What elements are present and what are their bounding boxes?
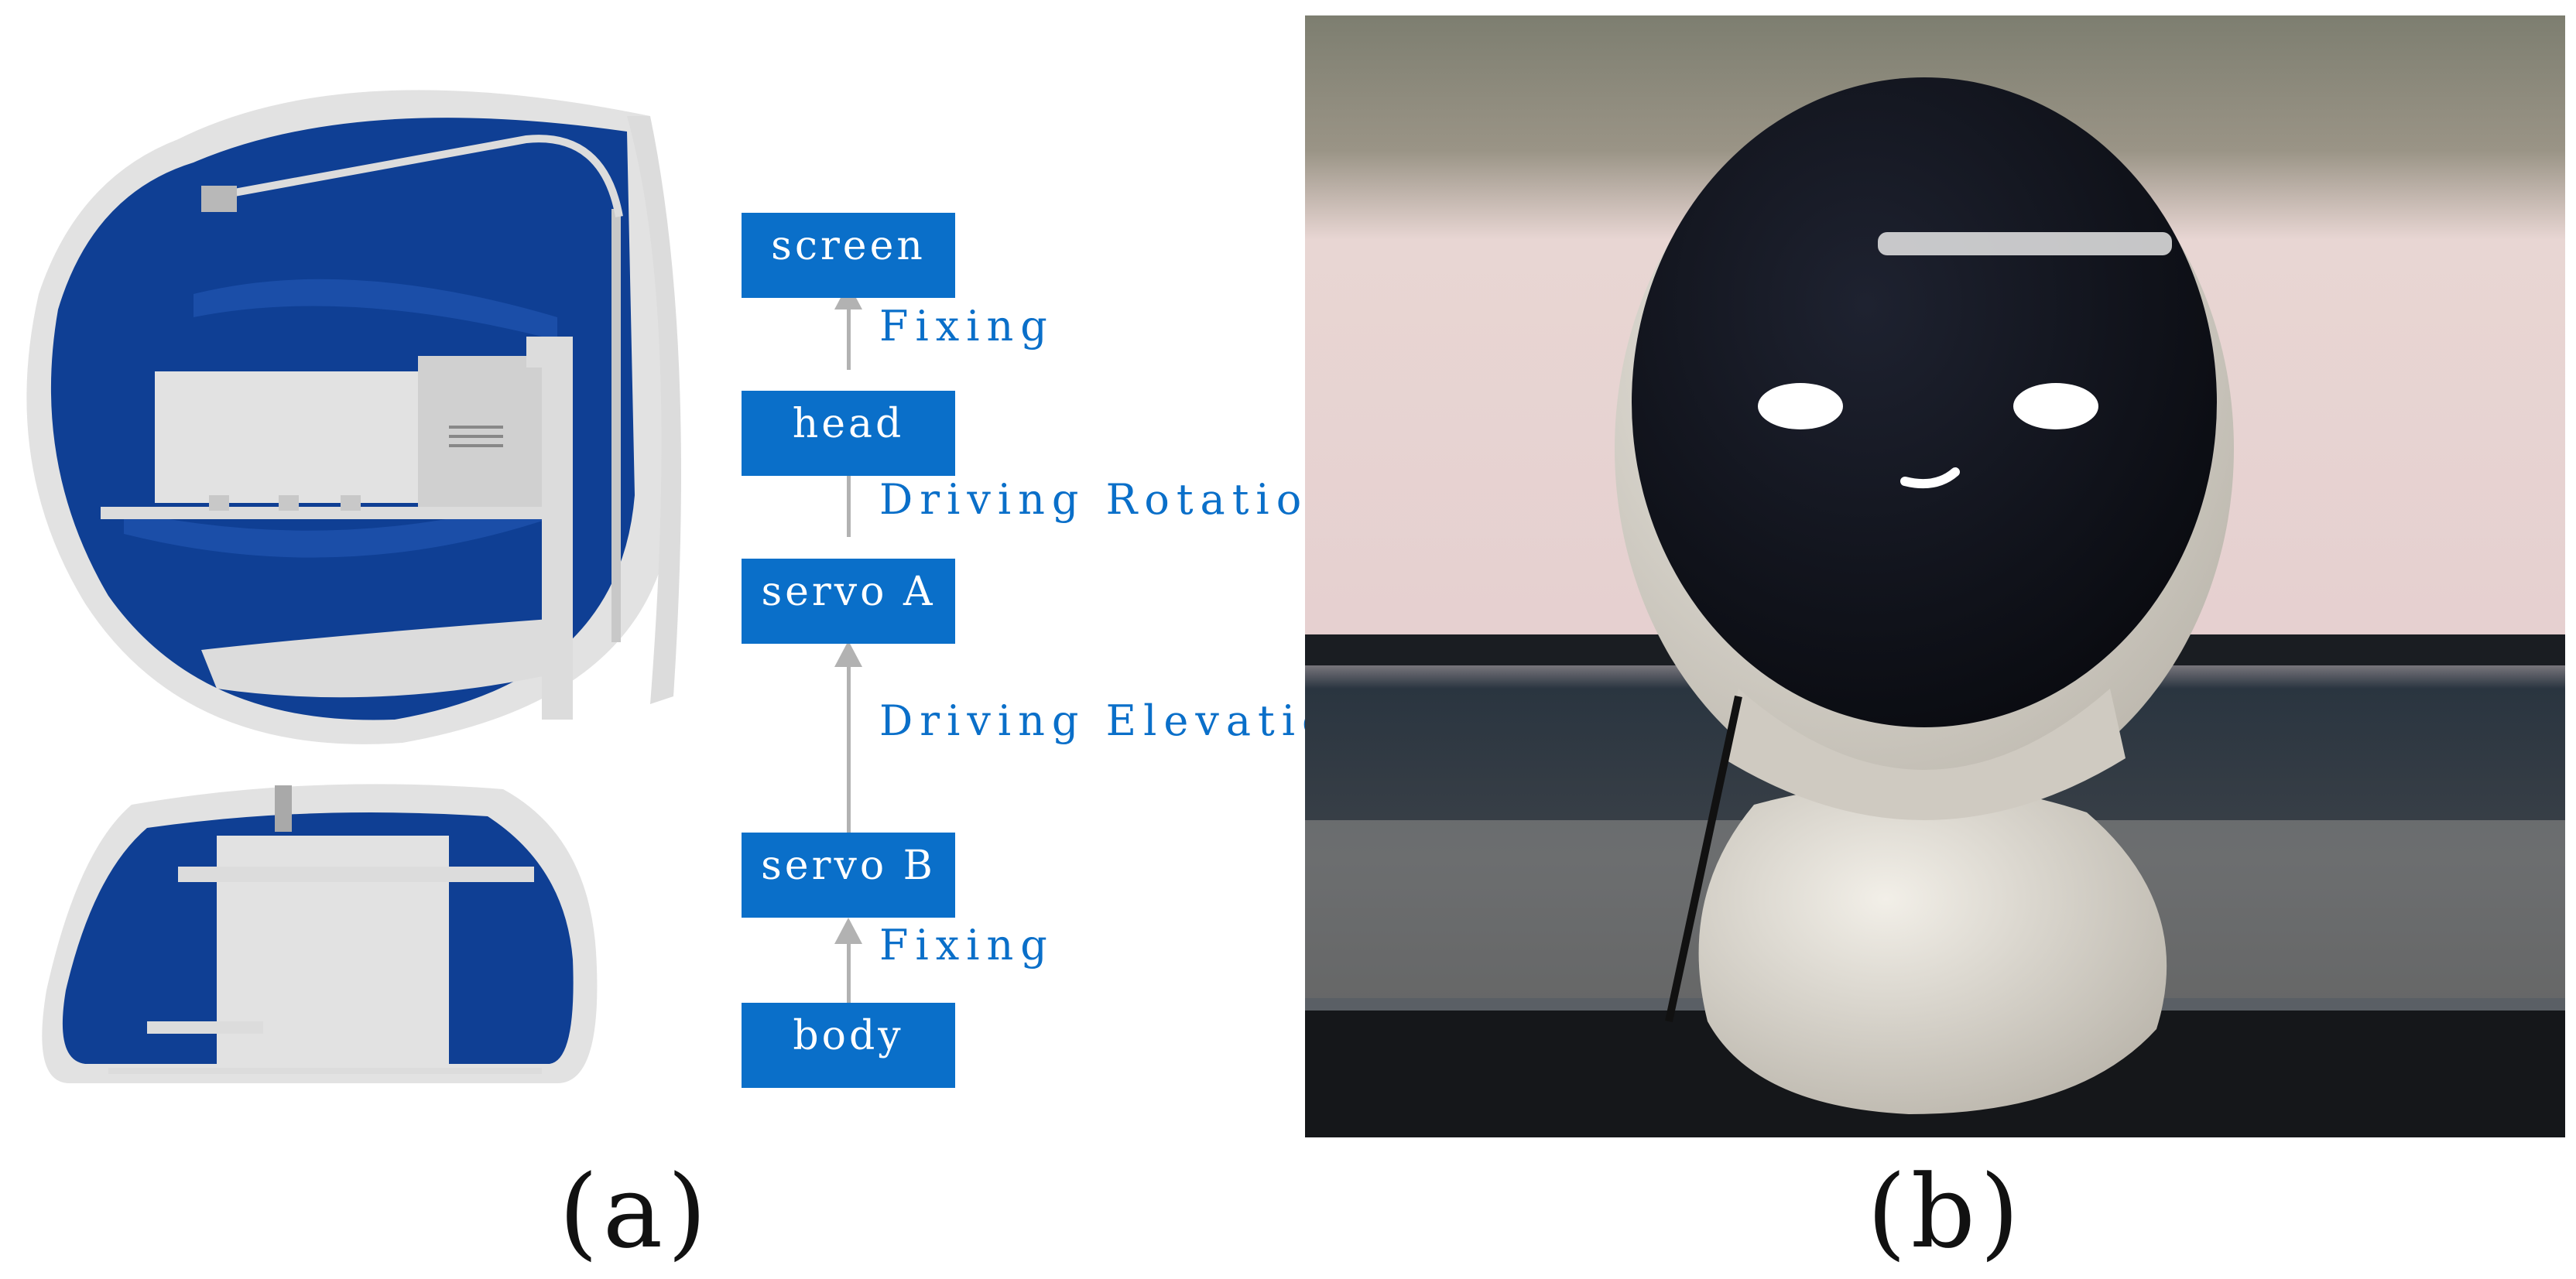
servo-a-block [155,371,418,503]
robot-head-chin [1723,689,2126,820]
edge-label-driving-rotation: Driving Rotation [879,475,1342,524]
mouth [1900,467,1960,489]
head-lower-shelf [201,619,557,698]
edge-label-fixing-bottom: Fixing [879,921,1054,970]
screen-panel [611,209,621,642]
robot-body [1698,783,2167,1114]
servo-a-vent-1 [449,426,503,429]
node-servo-b: servo B [742,833,955,918]
body-base-line [108,1068,542,1074]
arrow-servoa-to-head [847,474,851,537]
cad-cross-section [26,90,681,1083]
node-servo-a: servo A [742,559,955,644]
head-inner-rib-lower [124,495,550,558]
edge-label-fixing-top: Fixing [879,302,1054,351]
node-head: head [742,391,955,476]
servo-shaft [275,785,292,832]
standoffs [209,495,361,511]
node-screen: screen [742,213,955,298]
node-body: body [742,1003,955,1088]
servo-b-flange [178,867,534,882]
caption-b: (b) [1867,1153,2024,1270]
right-eye [2013,383,2098,429]
arrow-body-to-servob [847,942,851,1004]
bracket-top [526,337,573,368]
screen-reflection [1878,232,2172,255]
robot-screen [1632,77,2217,727]
arrow-servob-to-servoa [847,665,851,833]
edge-label-driving-elevation: Driving Elevation [879,696,1368,745]
robot-photo [1305,15,2565,1137]
left-eye [1758,383,1843,429]
head-inner-rib [194,279,557,340]
cable [1665,695,1742,1023]
vertical-bracket [542,340,573,720]
servo-b-foot [147,1021,263,1034]
mount-plate [101,507,557,519]
caption-a: (a) [559,1153,711,1270]
arrowhead-body-to-servob [834,918,862,944]
head-cross-section [26,90,681,744]
arrowhead-servob-to-servoa [834,641,862,667]
servo-a-vent-3 [449,444,503,447]
body-cross-section [42,784,598,1083]
ribbon-cable [208,135,623,217]
servo-a-vent-2 [449,435,503,438]
front-bezel [627,116,681,704]
cable-connector [201,186,237,212]
arrow-head-to-screen [847,308,851,370]
